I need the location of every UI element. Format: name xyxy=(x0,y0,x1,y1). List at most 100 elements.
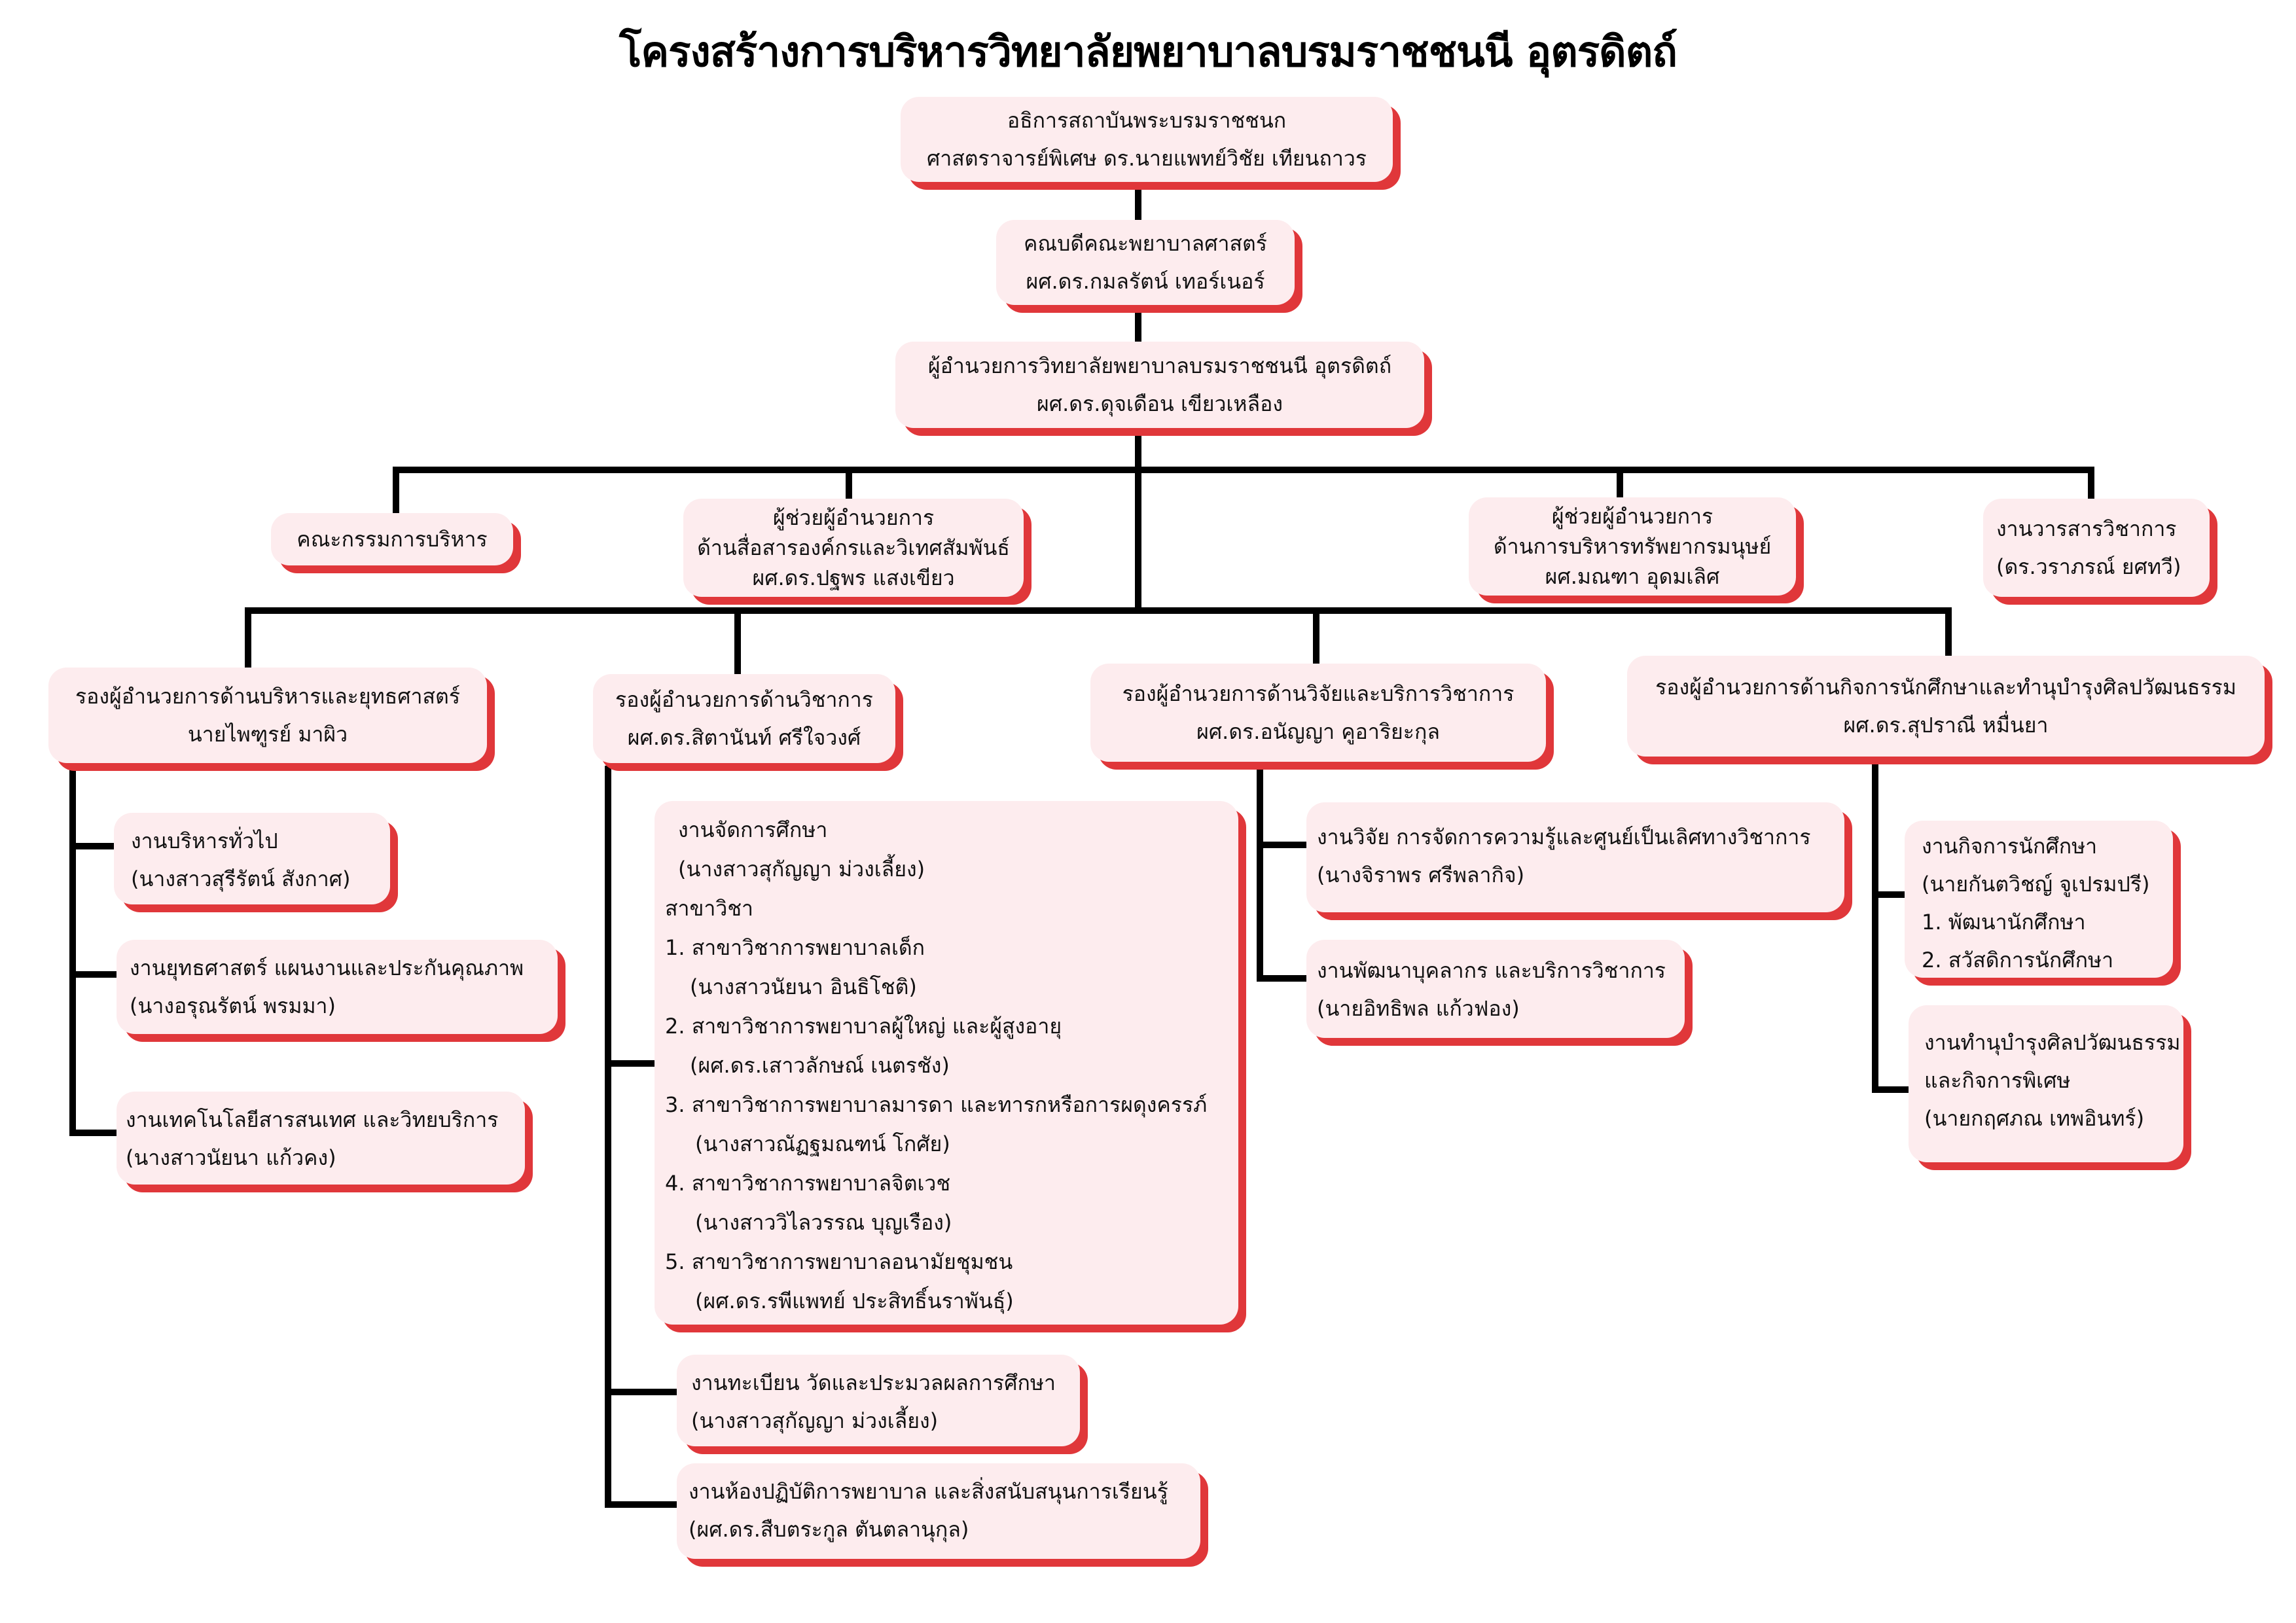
connector-d1-tick-3 xyxy=(69,1130,117,1136)
node-executive-committee[interactable]: คณะกรรมการบริหาร xyxy=(271,513,513,565)
department-head: (นางสาววิไลวรรณ บุญเรือง) xyxy=(695,1210,952,1235)
node-assistant-hr[interactable]: ผู้ช่วยผู้อำนวยการ ด้านการบริหารทรัพยากร… xyxy=(1469,497,1796,596)
connector-staff-bar xyxy=(393,467,2094,473)
node-label: คณะกรรมการบริหาร xyxy=(296,527,488,552)
unit-label: งานบริหารทั่วไป xyxy=(131,829,278,853)
node-person: ผศ.ดร.สุปราณี หมื่นยา xyxy=(1843,713,2049,738)
node-person: ผศ.ดร.กมลรัตน์ เทอร์เนอร์ xyxy=(1026,269,1265,294)
connector-d2-tick-3 xyxy=(605,1501,677,1508)
unit-label: งานห้องปฏิบัติการพยาบาล และสิ่งสนับสนุนก… xyxy=(689,1479,1168,1504)
node-role: รองผู้อำนวยการด้านบริหารและยุทธศาสตร์ xyxy=(75,684,461,709)
node-person: ผศ.ดร.ดุจเดือน เขียวเหลือง xyxy=(1037,391,1283,416)
unit-label-cont: และกิจการพิเศษ xyxy=(1924,1068,2071,1093)
unit-label: งานเทคโนโลยีสารสนเทศ และวิทยบริการ xyxy=(126,1107,499,1132)
node-deputy-academic[interactable]: รองผู้อำนวยการด้านวิชาการ ผศ.ดร.สิตานันท… xyxy=(593,674,895,763)
node-role: รองผู้อำนวยการด้านกิจการนักศึกษาและทำนุบ… xyxy=(1655,675,2236,700)
connector-deputy-drop-1 xyxy=(245,607,251,669)
node-person: ผศ.มณฑา อุดมเลิศ xyxy=(1545,564,1720,589)
unit-label: งานยุทธศาสตร์ แผนงานและประกันคุณภาพ xyxy=(130,955,524,980)
unit-student-affairs[interactable]: งานกิจการนักศึกษา (นายกันตวิชญ์ จูเปรมปร… xyxy=(1905,821,2173,978)
unit-person: (นายกฤศภณ เทพอินทร์) xyxy=(1924,1106,2145,1131)
connector-staff-drop-3 xyxy=(1617,467,1623,501)
connector-d3-tick-2 xyxy=(1257,975,1306,982)
node-label: งานวารสารวิชาการ xyxy=(1996,516,2177,541)
connector-rector-dean xyxy=(1135,185,1141,222)
unit-nursing-lab[interactable]: งานห้องปฏิบัติการพยาบาล และสิ่งสนับสนุนก… xyxy=(677,1463,1200,1559)
unit-label: งานทำนุบำรุงศิลปวัฒนธรรม xyxy=(1924,1030,2181,1055)
connector-d2-tick-1 xyxy=(605,1060,655,1067)
unit-general-admin[interactable]: งานบริหารทั่วไป (นางสาวสุรีรัตน์ สังกาศ) xyxy=(114,813,390,904)
unit-registration-evaluation[interactable]: งานทะเบียน วัดและประมวลผลการศึกษา (นางสา… xyxy=(677,1355,1080,1446)
unit-education-management[interactable]: งานจัดการศึกษา (นางสาวสุกัญญา ม่วงเลี้ยง… xyxy=(655,801,1238,1325)
node-person: ผศ.ดร.ปฐพร แสงเขียว xyxy=(752,565,955,590)
department-item[interactable]: 3. สาขาวิชาการพยาบาลมารดา และทารกหรือการ… xyxy=(665,1092,1208,1117)
unit-culture-special[interactable]: งานทำนุบำรุงศิลปวัฒนธรรม และกิจการพิเศษ … xyxy=(1909,1005,2183,1162)
connector-director-trunk xyxy=(1135,432,1141,614)
node-director[interactable]: ผู้อำนวยการวิทยาลัยพยาบาลบรมราชชนนี อุตร… xyxy=(895,342,1424,428)
node-person: ผศ.ดร.อนัญญา คูอาริยะกุล xyxy=(1196,719,1440,744)
unit-person: (นางอรุณรัตน์ พรมมา) xyxy=(130,993,336,1018)
department-head: (ผศ.ดร.รพีแพทย์ ประสิทธิ์นราพันธุ์) xyxy=(695,1289,1014,1313)
node-role: ผู้ช่วยผู้อำนวยการ xyxy=(1551,504,1713,529)
unit-person: (นางสาวสุกัญญา ม่วงเลี้ยง) xyxy=(691,1408,939,1433)
department-item[interactable]: 5. สาขาวิชาการพยาบาลอนามัยชุมชน xyxy=(665,1249,1013,1274)
unit-label: งานจัดการศึกษา xyxy=(678,817,828,842)
node-deputy-student-affairs[interactable]: รองผู้อำนวยการด้านกิจการนักศึกษาและทำนุบ… xyxy=(1627,656,2265,757)
department-item[interactable]: 4. สาขาวิชาการพยาบาลจิตเวช xyxy=(665,1171,951,1196)
node-deputy-admin-strategy[interactable]: รองผู้อำนวยการด้านบริหารและยุทธศาสตร์ นา… xyxy=(48,668,487,763)
connector-staff-drop-4 xyxy=(2088,467,2094,501)
node-dean[interactable]: คณบดีคณะพยาบาลศาสตร์ ผศ.ดร.กมลรัตน์ เทอร… xyxy=(996,220,1295,305)
connector-d1-spine xyxy=(69,766,76,1136)
unit-label: งานวิจัย การจัดการความรู้และศูนย์เป็นเลิ… xyxy=(1317,825,1811,849)
node-rector[interactable]: อธิการสถาบันพระบรมราชชนก ศาสตราจารย์พิเศ… xyxy=(901,97,1393,182)
unit-research-km[interactable]: งานวิจัย การจัดการความรู้และศูนย์เป็นเลิ… xyxy=(1306,802,1844,912)
connector-dean-director xyxy=(1135,308,1141,344)
department-item[interactable]: 2. สาขาวิชาการพยาบาลผู้ใหญ่ และผู้สูงอาย… xyxy=(665,1014,1062,1039)
unit-subitem: 2. สวัสดิการนักศึกษา xyxy=(1922,948,2114,972)
node-person: ศาสตราจารย์พิเศษ ดร.นายแพทย์วิชัย เทียนถ… xyxy=(926,146,1367,171)
connector-d3-spine xyxy=(1257,766,1263,982)
connector-d1-tick-2 xyxy=(69,971,117,978)
node-role: อธิการสถาบันพระบรมราชชนก xyxy=(1007,108,1287,133)
node-role: ผู้ช่วยผู้อำนวยการ xyxy=(772,505,935,530)
unit-strategy-qa[interactable]: งานยุทธศาสตร์ แผนงานและประกันคุณภาพ (นาง… xyxy=(117,940,558,1034)
connector-staff-drop-1 xyxy=(393,467,399,514)
connector-d4-spine xyxy=(1872,759,1878,1093)
connector-d1-tick-1 xyxy=(69,843,114,849)
connector-deputy-drop-3 xyxy=(1313,607,1319,664)
unit-person: (นางสาวสุกัญญา ม่วงเลี้ยง) xyxy=(678,857,925,882)
connector-d3-tick-1 xyxy=(1257,842,1306,848)
connector-deputy-bar xyxy=(245,607,1952,614)
node-role: รองผู้อำนวยการด้านวิชาการ xyxy=(615,687,873,712)
node-academic-journal[interactable]: งานวารสารวิชาการ (ดร.วราภรณ์ ยศทวี) xyxy=(1983,499,2210,597)
unit-person: (นายอิทธิพล แก้วฟอง) xyxy=(1317,996,1520,1021)
chart-title: โครงสร้างการบริหารวิทยาลัยพยาบาลบรมราชชน… xyxy=(619,28,1677,77)
connector-d2-spine xyxy=(605,766,611,1508)
department-heading: สาขาวิชา xyxy=(665,896,753,921)
node-role: คณบดีคณะพยาบาลศาสตร์ xyxy=(1024,231,1267,256)
connector-deputy-drop-2 xyxy=(734,607,741,675)
node-assistant-communication[interactable]: ผู้ช่วยผู้อำนวยการ ด้านสื่อสารองค์กรและว… xyxy=(683,499,1024,597)
unit-person: (นางจิราพร ศรีพลากิจ) xyxy=(1317,863,1525,887)
unit-it-library[interactable]: งานเทคโนโลยีสารสนเทศ และวิทยบริการ (นางส… xyxy=(117,1092,525,1185)
unit-person: (นายกันตวิชญ์ จูเปรมปรี) xyxy=(1922,872,2150,897)
department-item[interactable]: 1. สาขาวิชาการพยาบาลเด็ก xyxy=(665,935,925,960)
department-head: (นางสาวณัฏฐมณฑน์ โกศัย) xyxy=(695,1132,950,1156)
connector-deputy-drop-4 xyxy=(1945,607,1952,657)
unit-label: งานกิจการนักศึกษา xyxy=(1922,834,2098,859)
node-person: (ดร.วราภรณ์ ยศทวี) xyxy=(1996,554,2181,579)
node-person: นายไพฑูรย์ มาผิว xyxy=(187,722,348,747)
unit-person: (นางสาวสุรีรัตน์ สังกาศ) xyxy=(131,866,351,891)
connector-d2-tick-2 xyxy=(605,1389,677,1395)
unit-person: (นางสาวนัยนา แก้วคง) xyxy=(126,1145,336,1170)
unit-label: งานทะเบียน วัดและประมวลผลการศึกษา xyxy=(691,1370,1056,1395)
node-deputy-research[interactable]: รองผู้อำนวยการด้านวิจัยและบริการวิชาการ … xyxy=(1090,664,1546,762)
connector-d4-tick-2 xyxy=(1872,1086,1909,1093)
unit-staff-development[interactable]: งานพัฒนาบุคลากร และบริการวิชาการ (นายอิท… xyxy=(1306,940,1685,1038)
connector-d4-tick-1 xyxy=(1872,891,1906,898)
unit-subitem: 1. พัฒนานักศึกษา xyxy=(1922,910,2086,935)
node-role: รองผู้อำนวยการด้านวิจัยและบริการวิชาการ xyxy=(1122,681,1515,706)
node-person: ผศ.ดร.สิตานันท์ ศรีใจวงศ์ xyxy=(627,725,861,750)
node-role: ผู้อำนวยการวิทยาลัยพยาบาลบรมราชชนนี อุตร… xyxy=(927,353,1392,378)
node-area: ด้านการบริหารทรัพยากรมนุษย์ xyxy=(1493,534,1772,559)
